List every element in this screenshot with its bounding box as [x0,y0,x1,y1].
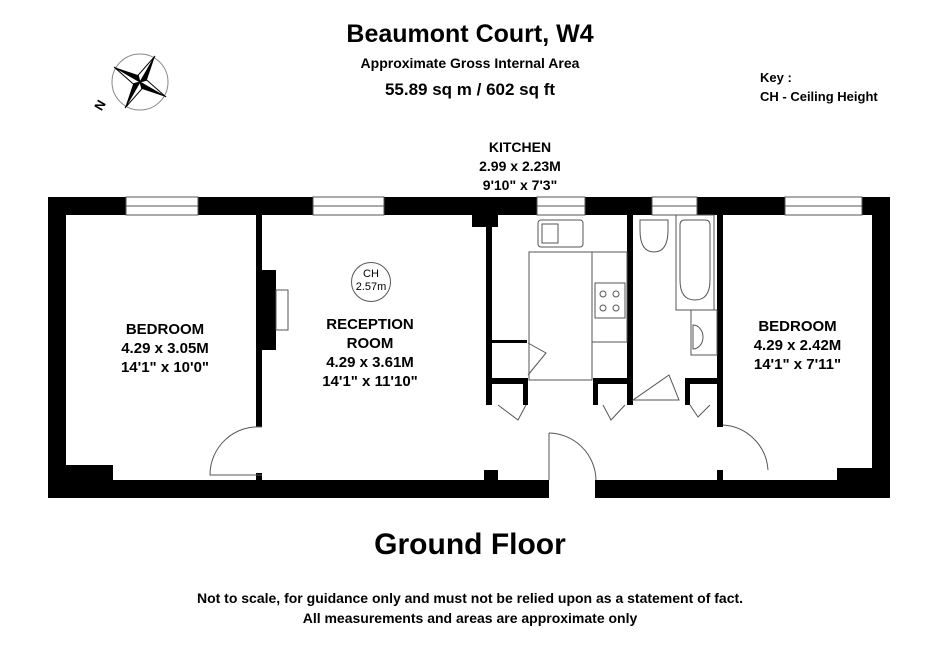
fixtures [209,214,769,481]
key-label: Key : [760,70,792,85]
disclaimer-line-2: All measurements and areas are approxima… [302,610,638,626]
door-swing [722,424,769,471]
room-label-bedroom-1: BEDROOM 4.29 x 3.05M 14'1" x 10'0" [90,320,240,377]
basin-icon [690,309,718,356]
room-name: KITCHEN [488,139,552,155]
room-imperial: 14'1" x 10'0" [120,359,210,376]
room-imperial: 14'1" x 7'11" [753,356,842,373]
room-imperial: 14'1" x 11'10" [322,373,418,390]
front-door-swing [548,432,597,481]
compass-icon [111,53,169,111]
room-metric: 4.29 x 3.61M [326,354,414,371]
room-metric: 4.29 x 2.42M [753,337,842,354]
gross-area: 55.89 sq m / 602 sq ft [384,80,556,99]
hearth [275,289,289,331]
door-swing [209,426,263,476]
room-imperial: 9'10" x 7'3" [482,177,558,193]
room-name-2: ROOM [346,335,394,352]
room-label-kitchen: KITCHEN 2.99 x 2.23M 9'10" x 7'3" [420,138,620,195]
bath-icon [675,214,715,311]
room-label-bedroom-2: BEDROOM 4.29 x 2.42M 14'1" x 7'11" [725,317,870,374]
room-name: BEDROOM [125,321,205,338]
room-metric: 4.29 x 3.05M [121,340,209,357]
room-metric: 2.99 x 2.23M [479,158,561,174]
area-subtitle: Approximate Gross Internal Area [360,55,580,71]
key-entry: CH - Ceiling Height [760,89,878,104]
walls [48,197,890,498]
room-name: BEDROOM [758,318,837,335]
north-label: N [91,97,109,113]
kitchen-counter [528,251,593,381]
key-legend: Key : CH - Ceiling Height [760,68,878,106]
toilet-icon [639,219,669,253]
sink-icon [537,219,584,248]
disclaimer: Not to scale, for guidance only and must… [0,588,940,628]
disclaimer-line-1: Not to scale, for guidance only and must… [196,590,744,606]
windows [125,196,863,216]
room-label-reception: RECEPTION ROOM 4.29 x 3.61M 14'1" x 11'1… [295,315,445,391]
hob-icon [594,282,626,319]
ch-value: 2.57m [355,281,387,293]
ch-label: CH [363,268,379,280]
ceiling-height-badge: CH 2.57m [351,262,391,302]
property-title: Beaumont Court, W4 [346,20,594,48]
floor-label: Ground Floor [374,528,566,561]
room-name: RECEPTION [326,316,414,333]
